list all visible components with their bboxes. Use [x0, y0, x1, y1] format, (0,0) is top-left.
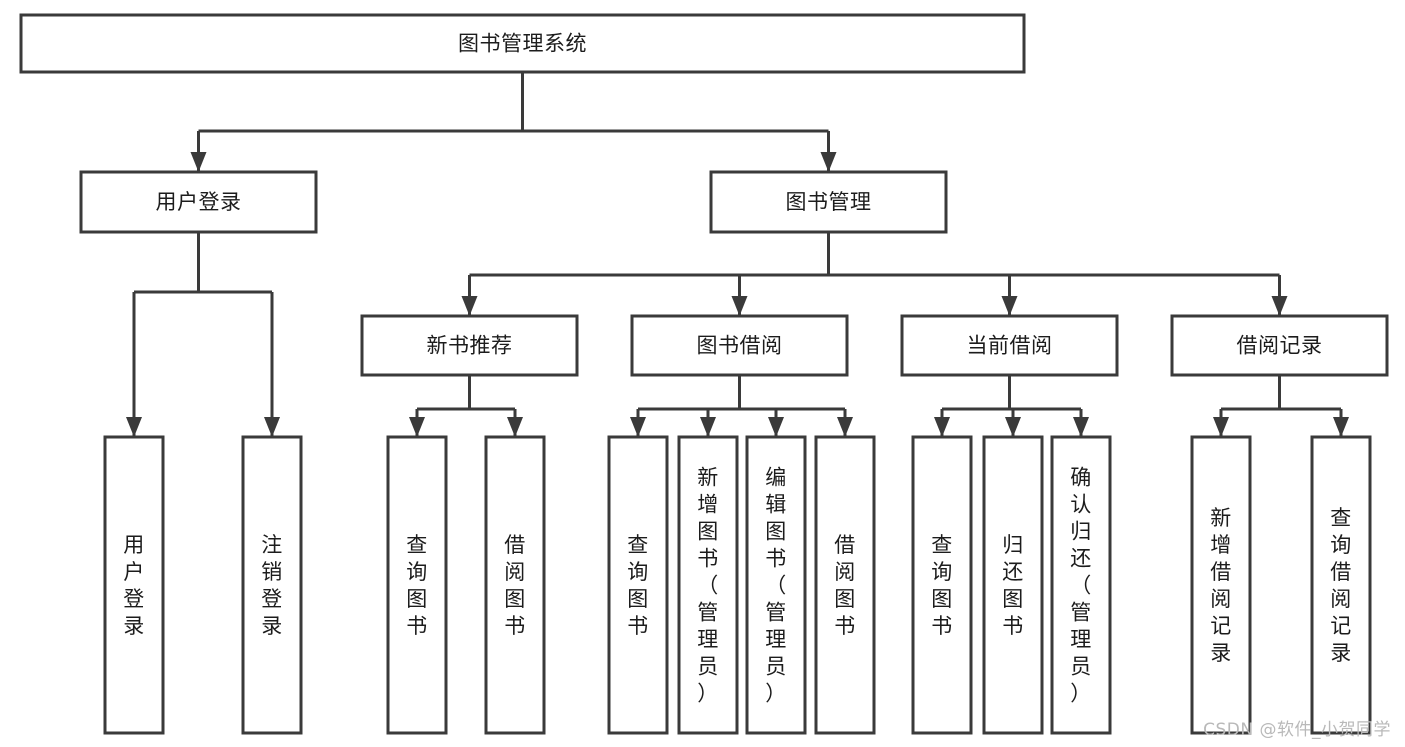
node-box	[607, 435, 669, 735]
node-leaf-add-book[interactable]: 新增图书（管理员）	[677, 435, 739, 735]
node-label: 确认归还（管理员）	[1070, 466, 1092, 706]
node-box	[1310, 435, 1372, 735]
node-box	[1190, 435, 1252, 735]
node-label: 查询图书	[406, 533, 428, 638]
node-leaf-borrow-book-rec[interactable]: 借阅图书	[484, 435, 546, 735]
node-box	[900, 314, 1119, 377]
node-label: 当前借阅	[967, 334, 1053, 358]
node-leaf-add-record[interactable]: 新增借阅记录	[1190, 435, 1252, 735]
arrow-head-icon	[461, 296, 478, 316]
node-user-login[interactable]: 用户登录	[79, 170, 318, 234]
node-box	[745, 435, 807, 735]
arrow-head-icon	[837, 417, 853, 437]
node-leaf-query-record[interactable]: 查询借阅记录	[1310, 435, 1372, 735]
node-current-borrow[interactable]: 当前借阅	[900, 314, 1119, 377]
node-label: 图书管理	[786, 190, 872, 214]
node-box	[814, 435, 876, 735]
node-leaf-user-login[interactable]: 用户登录	[103, 435, 165, 735]
node-label: 注销登录	[261, 533, 283, 638]
node-box	[709, 170, 948, 234]
arrow-head-icon	[126, 417, 142, 437]
arrow-head-icon	[768, 417, 784, 437]
node-box	[1170, 314, 1389, 377]
arrow-head-icon	[1073, 417, 1089, 437]
node-box	[630, 314, 849, 377]
arrow-head-icon	[731, 296, 748, 316]
arrow-head-icon	[934, 417, 950, 437]
node-box	[982, 435, 1044, 735]
node-new-book-recommend[interactable]: 新书推荐	[360, 314, 579, 377]
node-box	[1050, 435, 1112, 735]
node-label: 查询借阅记录	[1330, 506, 1352, 665]
node-leaf-borrow-book-bor[interactable]: 借阅图书	[814, 435, 876, 735]
arrow-head-icon	[190, 152, 207, 172]
arrow-head-icon	[264, 417, 280, 437]
node-label: 新书推荐	[427, 334, 513, 358]
node-label: 归还图书	[1002, 533, 1024, 638]
node-label: 用户登录	[156, 190, 242, 214]
node-box	[79, 170, 318, 234]
node-box	[386, 435, 448, 735]
node-box	[911, 435, 973, 735]
arrow-head-icon	[507, 417, 523, 437]
node-leaf-return-book[interactable]: 归还图书	[982, 435, 1044, 735]
node-box	[19, 13, 1026, 74]
node-book-manage[interactable]: 图书管理	[709, 170, 948, 234]
node-label: 图书借阅	[697, 334, 783, 358]
node-label: 借阅记录	[1237, 334, 1323, 358]
node-label: 用户登录	[123, 533, 145, 638]
node-layer: 图书管理系统用户登录图书管理新书推荐图书借阅当前借阅借阅记录用户登录注销登录查询…	[19, 13, 1389, 735]
node-label: 借阅图书	[834, 533, 856, 638]
node-label: 编辑图书（管理员）	[765, 466, 787, 706]
connector-layer	[126, 72, 1349, 437]
node-label: 新增图书（管理员）	[697, 466, 719, 706]
node-leaf-logout[interactable]: 注销登录	[241, 435, 303, 735]
arrow-head-icon	[1001, 296, 1018, 316]
arrow-head-icon	[409, 417, 425, 437]
node-leaf-edit-book[interactable]: 编辑图书（管理员）	[745, 435, 807, 735]
node-leaf-query-book-bor[interactable]: 查询图书	[607, 435, 669, 735]
node-box	[241, 435, 303, 735]
node-root[interactable]: 图书管理系统	[19, 13, 1026, 74]
node-label: 借阅图书	[504, 533, 526, 638]
node-label: 查询图书	[931, 533, 953, 638]
node-borrow-record[interactable]: 借阅记录	[1170, 314, 1389, 377]
arrow-head-icon	[630, 417, 646, 437]
arrow-head-icon	[700, 417, 716, 437]
node-book-borrow[interactable]: 图书借阅	[630, 314, 849, 377]
arrow-head-icon	[1005, 417, 1021, 437]
arrow-head-icon	[820, 152, 837, 172]
node-label: 图书管理系统	[458, 32, 587, 56]
node-box	[103, 435, 165, 735]
node-leaf-query-book-rec[interactable]: 查询图书	[386, 435, 448, 735]
arrow-head-icon	[1271, 296, 1288, 316]
node-leaf-query-book-cur[interactable]: 查询图书	[911, 435, 973, 735]
node-box	[360, 314, 579, 377]
node-label: 新增借阅记录	[1210, 506, 1232, 665]
node-box	[677, 435, 739, 735]
node-label: 查询图书	[627, 533, 649, 638]
node-leaf-confirm-return[interactable]: 确认归还（管理员）	[1050, 435, 1112, 735]
arrow-head-icon	[1213, 417, 1229, 437]
arrow-head-icon	[1333, 417, 1349, 437]
node-box	[484, 435, 546, 735]
